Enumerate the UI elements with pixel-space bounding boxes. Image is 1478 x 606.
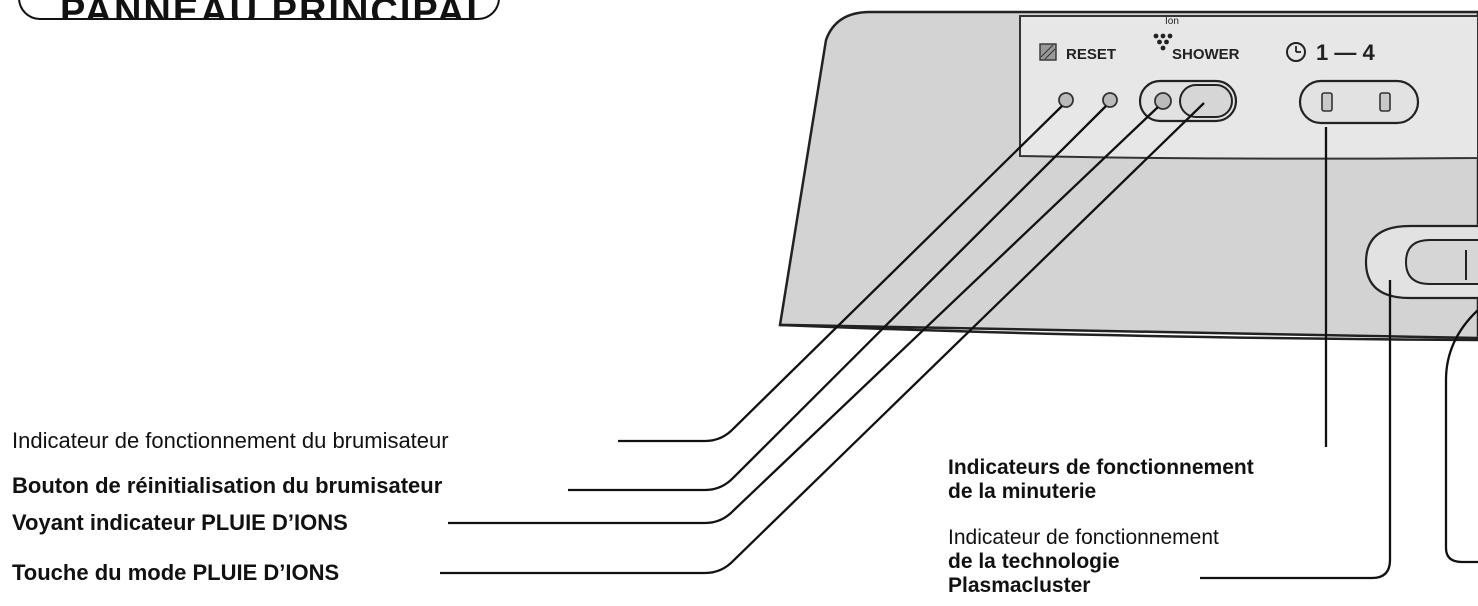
timer-label: 1 — 4 xyxy=(1316,40,1375,65)
leader-ion-key xyxy=(440,102,1205,575)
ion-label: Ion xyxy=(1165,16,1179,27)
mist-reset-button xyxy=(1102,92,1118,108)
label-plasma-line3: Plasmacluster xyxy=(948,574,1091,597)
leader-plasmacluster xyxy=(1200,280,1392,580)
label-plasmacluster-indicator: Indicateur de fonctionnement de la techn… xyxy=(948,526,1219,598)
filter-icon xyxy=(1039,43,1057,61)
diagram-title: PANNEAU PRINCIPAL xyxy=(60,0,492,18)
timer-indicator-frame xyxy=(1298,79,1420,125)
label-timer-line2: de la minuterie xyxy=(948,480,1097,503)
reset-label: RESET xyxy=(1066,46,1116,63)
leader-mist-indicator xyxy=(618,105,1063,443)
leader-offscreen xyxy=(1444,309,1478,564)
device-lower-edge xyxy=(779,323,1478,342)
timer-indicator-2 xyxy=(1379,92,1391,112)
label-mist-indicator: Indicateur de fonctionnement du brumisat… xyxy=(12,428,449,453)
shower-label: SHOWER xyxy=(1172,46,1240,63)
title-box: PANNEAU PRINCIPAL xyxy=(18,0,500,20)
label-plasma-line2: de la technologie xyxy=(948,550,1120,573)
leader-mist-reset xyxy=(568,105,1107,492)
leader-ion-light xyxy=(448,106,1159,525)
label-timer-indicators: Indicateurs de fonctionnement de la minu… xyxy=(948,456,1254,504)
ion-shower-key xyxy=(1179,84,1233,118)
label-ion-shower-light: Voyant indicateur PLUIE D’IONS xyxy=(12,510,348,535)
ion-drops-icon xyxy=(1153,33,1173,51)
clock-icon xyxy=(1286,42,1306,62)
label-ion-shower-key: Touche du mode PLUIE D’IONS xyxy=(12,560,340,585)
mist-indicator-lamp xyxy=(1058,92,1074,108)
leader-lines xyxy=(440,102,1478,580)
timer-indicator-1 xyxy=(1321,92,1333,112)
label-mist-reset-button: Bouton de réinitialisation du brumisateu… xyxy=(12,473,443,498)
label-plasma-line1: Indicateur de fonctionnement xyxy=(948,526,1219,549)
label-timer-line1: Indicateurs de fonctionnement xyxy=(948,456,1254,479)
plasmacluster-lamp xyxy=(1404,239,1478,285)
ion-shower-indicator-lamp xyxy=(1154,92,1172,110)
